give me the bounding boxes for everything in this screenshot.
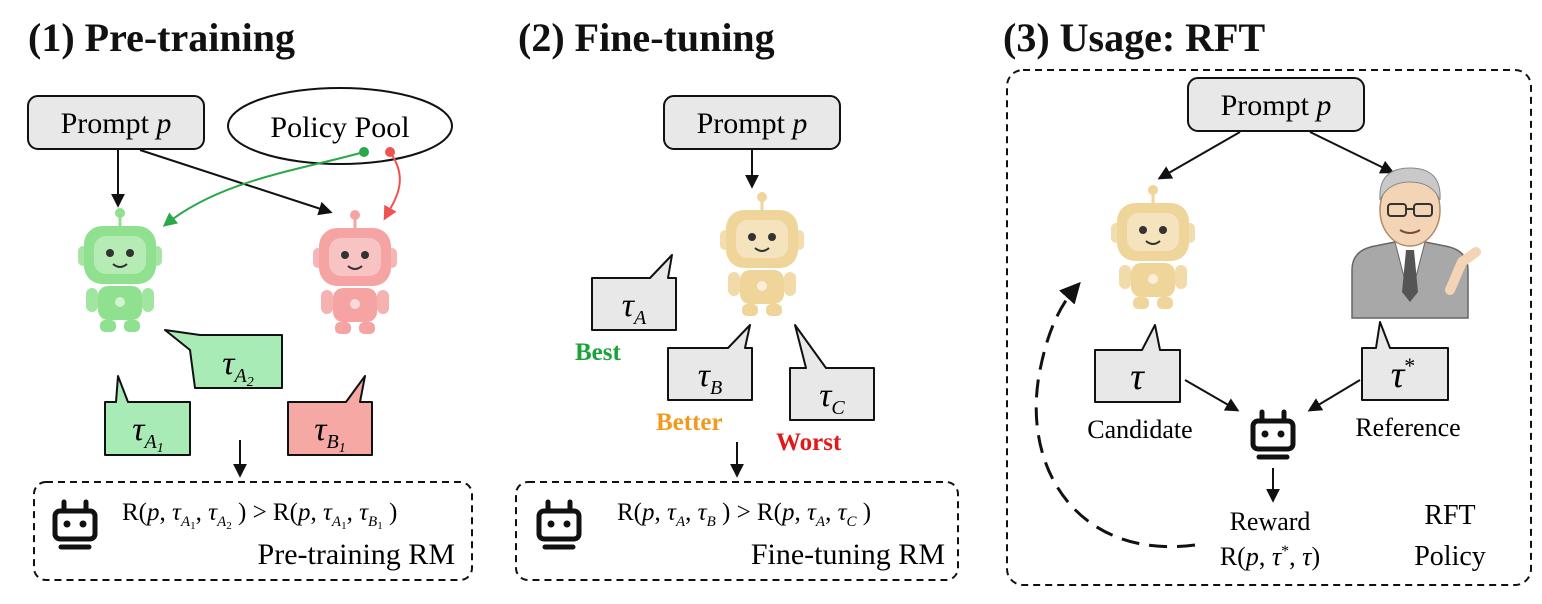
red-pool-arrow: [383, 151, 401, 221]
rm-robot-icon: [55, 502, 95, 547]
finetune-rm-box: [515, 481, 959, 581]
arrow-prompt-to-candidate: [1157, 131, 1241, 180]
bubble-tau-a: τA: [591, 254, 677, 331]
arrow-prompt-to-reference: [1309, 131, 1395, 174]
reward-formula: R(p, τ*, τ): [1220, 542, 1320, 571]
usage-rft-title: (3) Usage: RFT: [1003, 15, 1266, 60]
robot-icon: [311, 208, 399, 336]
best-label: Best: [575, 339, 622, 366]
bubble-tau-a1: τA1: [104, 375, 191, 456]
rft-policy-line1: RFT: [1424, 500, 1475, 531]
policy-pool-label: Policy Pool: [270, 111, 409, 144]
bubble-tau-b: τB: [667, 324, 753, 401]
reference-label: Reference: [1355, 413, 1460, 442]
prompt-label: Prompt p: [61, 107, 172, 140]
prompt-box: [27, 95, 205, 150]
bubble-tau-a2: τA2: [164, 329, 283, 390]
robot-icon: [718, 190, 806, 318]
arrow-reference-to-rm: [1307, 379, 1361, 412]
prompt-box: [1187, 77, 1365, 132]
rft-panel: Prompt p τ Candidate: [1006, 69, 1532, 586]
arrow-candidate-to-rm: [1184, 379, 1240, 412]
prompt-box: [663, 95, 841, 150]
pretraining-title: (1) Pre-training: [28, 15, 295, 60]
reward-label: Reward: [1230, 507, 1311, 536]
rft-policy-line2: Policy: [1414, 541, 1486, 572]
candidate-label: Candidate: [1087, 415, 1192, 444]
feedback-arrow: [1034, 281, 1196, 549]
bubble-tau: τ: [1094, 324, 1181, 403]
tau-label: τ: [1130, 356, 1145, 398]
rm-robot-icon: [539, 502, 579, 547]
pretrain-inequality: R(p, τA1, τA2 ) > R(p, τA1, τB1 ): [122, 499, 397, 532]
teacher-icon: [1351, 167, 1481, 319]
finetuning-panel: Prompt p τA Best τB Better τC Worst R(p,…: [515, 95, 959, 581]
worst-label: Worst: [776, 429, 842, 456]
bubble-tau-c: τC: [789, 324, 875, 421]
better-label: Better: [656, 409, 723, 436]
robot-icon: [76, 206, 164, 334]
bubble-tau-star: τ*: [1361, 321, 1449, 401]
finetune-inequality: R(p, τA, τB ) > R(p, τA, τC ): [617, 499, 871, 530]
arrow-prompt-to-robot-b: [139, 149, 333, 216]
green-pool-arrow: [162, 151, 365, 227]
prompt-label: Prompt p: [697, 107, 808, 140]
finetune-rm-label: Fine-tuning RM: [751, 538, 945, 571]
finetuning-title: (2) Fine-tuning: [518, 15, 775, 60]
rm-robot-icon: [1253, 412, 1293, 457]
rft-policy-box: [1006, 69, 1532, 586]
pretrain-rm-box: [33, 481, 473, 581]
policy-pool-ellipse: [227, 87, 453, 165]
prompt-label: Prompt p: [1221, 89, 1332, 122]
pretrain-rm-label: Pre-training RM: [258, 538, 455, 571]
robot-icon: [1109, 183, 1197, 311]
pretraining-panel: Prompt p Policy Pool τA2 τA1: [27, 87, 473, 581]
bubble-tau-b1: τB1: [287, 375, 373, 456]
